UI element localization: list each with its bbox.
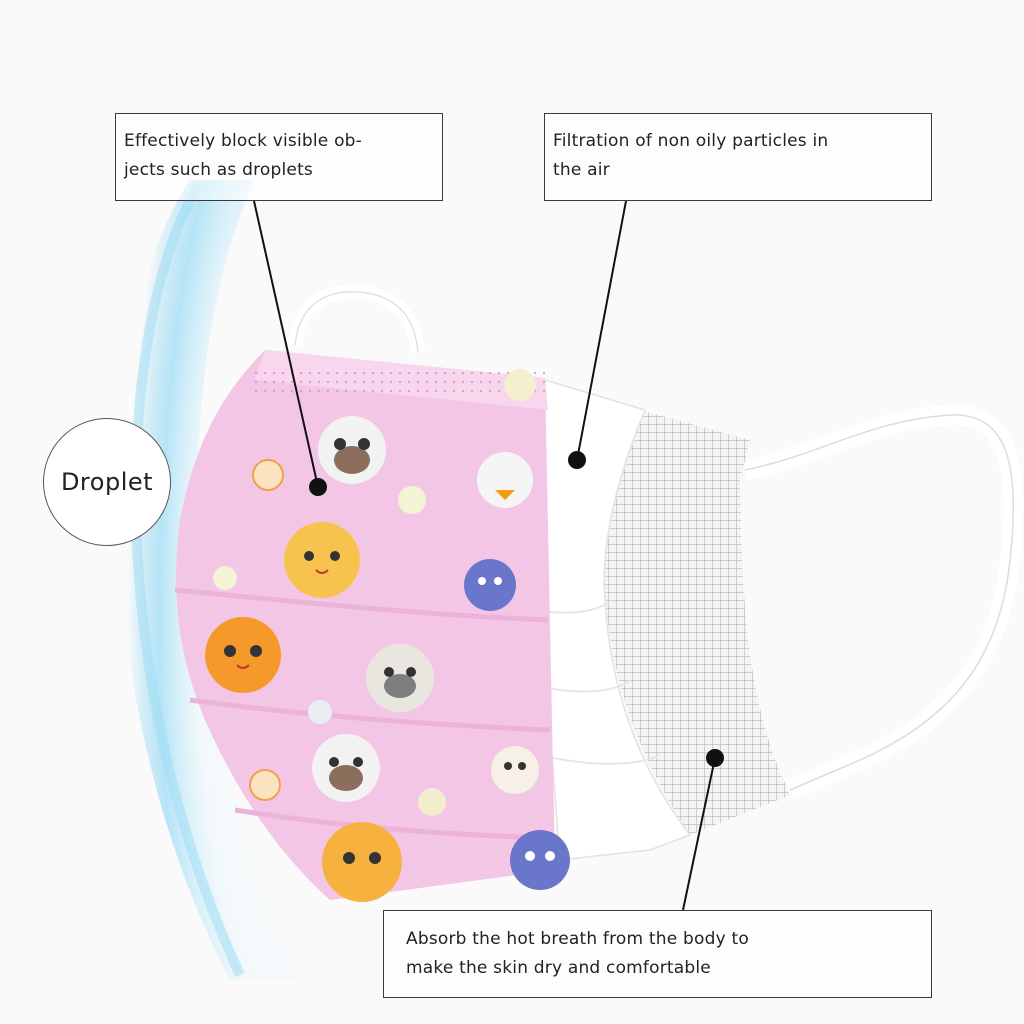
polka-dot: [398, 486, 426, 514]
callout-block-line-2: jects such as droplets: [124, 160, 313, 180]
yarn-ball-icon: [249, 769, 281, 801]
leader-line-block: [253, 200, 319, 488]
droplet-label-text: Droplet: [60, 468, 154, 496]
filter-mesh-layer: [604, 410, 790, 835]
callout-absorb-line-1: Absorb the hot breath from the body to: [406, 929, 749, 949]
leader-line-filter: [576, 200, 627, 461]
leader-line-absorb: [682, 757, 716, 911]
cat-face-icon: [477, 452, 533, 508]
polka-dot: [418, 788, 446, 816]
cat-face-icon: [205, 617, 281, 693]
polka-dot: [504, 369, 536, 401]
ear-loop: [288, 284, 1024, 800]
callout-block-line-1: Effectively block visible ob-: [124, 131, 362, 151]
leader-dot-absorb: [706, 749, 724, 767]
callout-filter-line-1: Filtration of non oily particles in: [553, 131, 829, 151]
cat-face-icon: [322, 822, 402, 902]
callout-filtration: Filtration of non oily particles in the …: [544, 113, 932, 201]
cat-face-icon: [366, 644, 434, 712]
polka-dot: [308, 700, 332, 724]
cat-face-icon: [510, 830, 570, 890]
polka-dot: [213, 566, 237, 590]
cat-face-icon: [284, 522, 360, 598]
cat-face-icon: [464, 559, 516, 611]
leader-dot-block: [309, 478, 327, 496]
callout-absorb-breath: Absorb the hot breath from the body to m…: [383, 910, 932, 998]
leader-dot-filter: [568, 451, 586, 469]
droplet-label: Droplet: [43, 418, 171, 546]
callout-filter-line-2: the air: [553, 160, 610, 180]
leader-dots: [309, 451, 724, 767]
cat-face-icon: [312, 734, 380, 802]
cat-pattern: [205, 369, 570, 902]
yarn-ball-icon: [252, 459, 284, 491]
callout-absorb-line-2: make the skin dry and comfortable: [406, 958, 711, 978]
cat-face-icon: [491, 746, 539, 794]
cat-face-icon: [318, 416, 386, 484]
leader-lines: [253, 200, 716, 911]
callout-block-droplets: Effectively block visible ob- jects such…: [115, 113, 443, 201]
